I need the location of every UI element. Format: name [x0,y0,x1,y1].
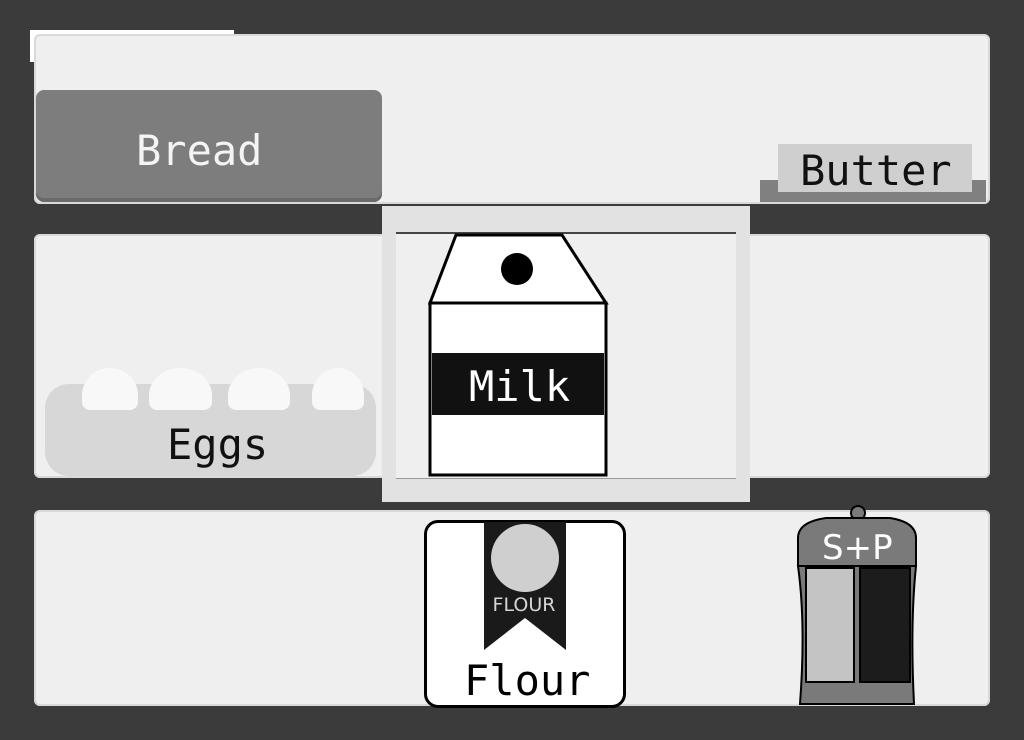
flour-ribbon-icon [484,522,566,650]
eggs-label: Eggs [167,420,269,469]
milk-label: Milk [469,362,571,411]
flour-tag-label: FLOUR [492,594,556,616]
flour-label: Flour [464,656,591,705]
bread-item[interactable]: Bread [36,90,382,202]
egg-icon [312,368,364,410]
butter-item[interactable]: Butter [778,144,972,195]
milk-carton-icon[interactable] [428,233,610,479]
egg-icon [82,368,138,410]
egg-icon [228,368,290,410]
butter-label: Butter [800,146,952,195]
egg-icon [149,368,212,410]
salt-pepper-shaker-icon[interactable] [796,504,920,708]
bread-label: Bread [136,126,263,175]
salt-pepper-label: S+P [822,528,893,568]
